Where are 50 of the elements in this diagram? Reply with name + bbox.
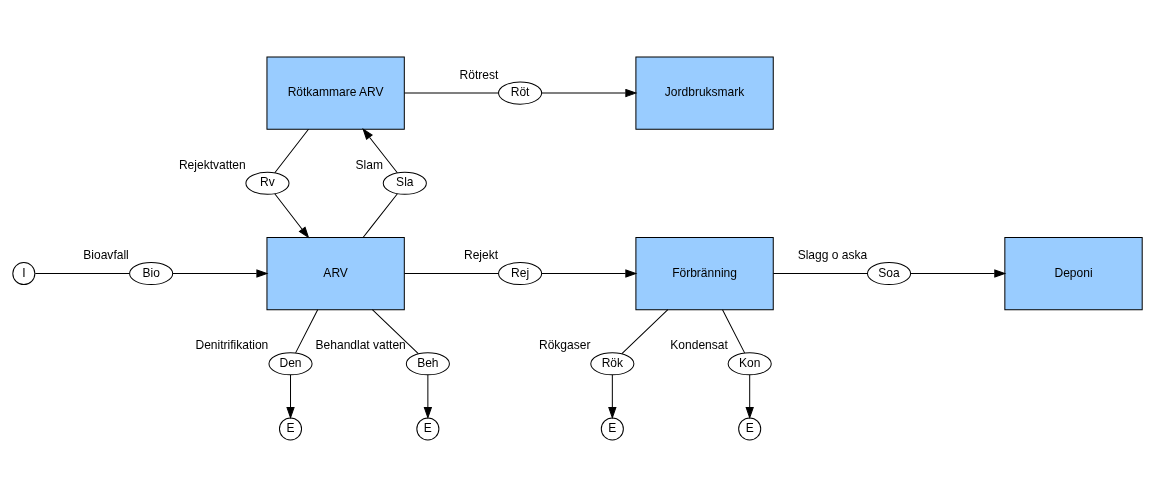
arrow: [362, 128, 398, 174]
node-label: Denitrifikation: [195, 338, 269, 353]
node-label: Rejektvatten: [178, 157, 246, 172]
arrow: [745, 374, 754, 419]
node-ellipse: Rej: [498, 262, 543, 286]
node-label: Rejekt: [463, 248, 499, 263]
node-ellipse: Bio: [129, 262, 174, 286]
node-label: Kondensat: [670, 338, 728, 353]
arrow: [541, 89, 637, 98]
node-label: Bioavfall: [83, 248, 129, 263]
node-ellipse: Beh: [405, 352, 450, 376]
connector: [403, 273, 499, 275]
node-ellipse: Röt: [498, 81, 543, 105]
connector: [34, 273, 130, 275]
node-box: ARV: [266, 236, 405, 311]
arrow: [541, 269, 637, 278]
arrow: [274, 193, 309, 238]
node-circle: E: [416, 417, 440, 441]
connector: [621, 309, 669, 355]
node-box: Rötkammare ARV: [266, 56, 405, 130]
node-ellipse: Kon: [727, 352, 772, 376]
node-box: Jordbruksmark: [635, 56, 774, 130]
connector: [722, 309, 746, 354]
connector: [371, 309, 419, 355]
connector: [295, 309, 319, 354]
arrow: [910, 269, 1006, 278]
arrow: [423, 374, 432, 419]
node-label: Rötrest: [459, 67, 499, 82]
arrow: [286, 374, 295, 419]
node-ellipse: Rv: [245, 171, 290, 195]
node-box: Deponi: [1004, 236, 1143, 311]
node-circle: I: [12, 262, 36, 286]
node-label: Slam: [355, 157, 383, 172]
connector: [274, 128, 309, 174]
node-box: Förbränning: [635, 236, 774, 311]
node-circle: E: [600, 417, 624, 441]
arrow: [608, 374, 617, 419]
connector: [403, 92, 499, 94]
node-label: Slagg o aska: [797, 248, 868, 263]
node-label: Rökgaser: [539, 338, 591, 353]
arrow: [172, 269, 268, 278]
node-circle: E: [279, 417, 303, 441]
node-ellipse: Den: [268, 352, 313, 376]
connector: [362, 193, 398, 238]
node-label: Behandlat vatten: [315, 338, 406, 353]
connector: [772, 273, 868, 275]
node-ellipse: Soa: [867, 262, 912, 286]
node-circle: E: [738, 417, 762, 441]
node-ellipse: Rök: [590, 352, 635, 376]
node-ellipse: Sla: [382, 171, 427, 195]
